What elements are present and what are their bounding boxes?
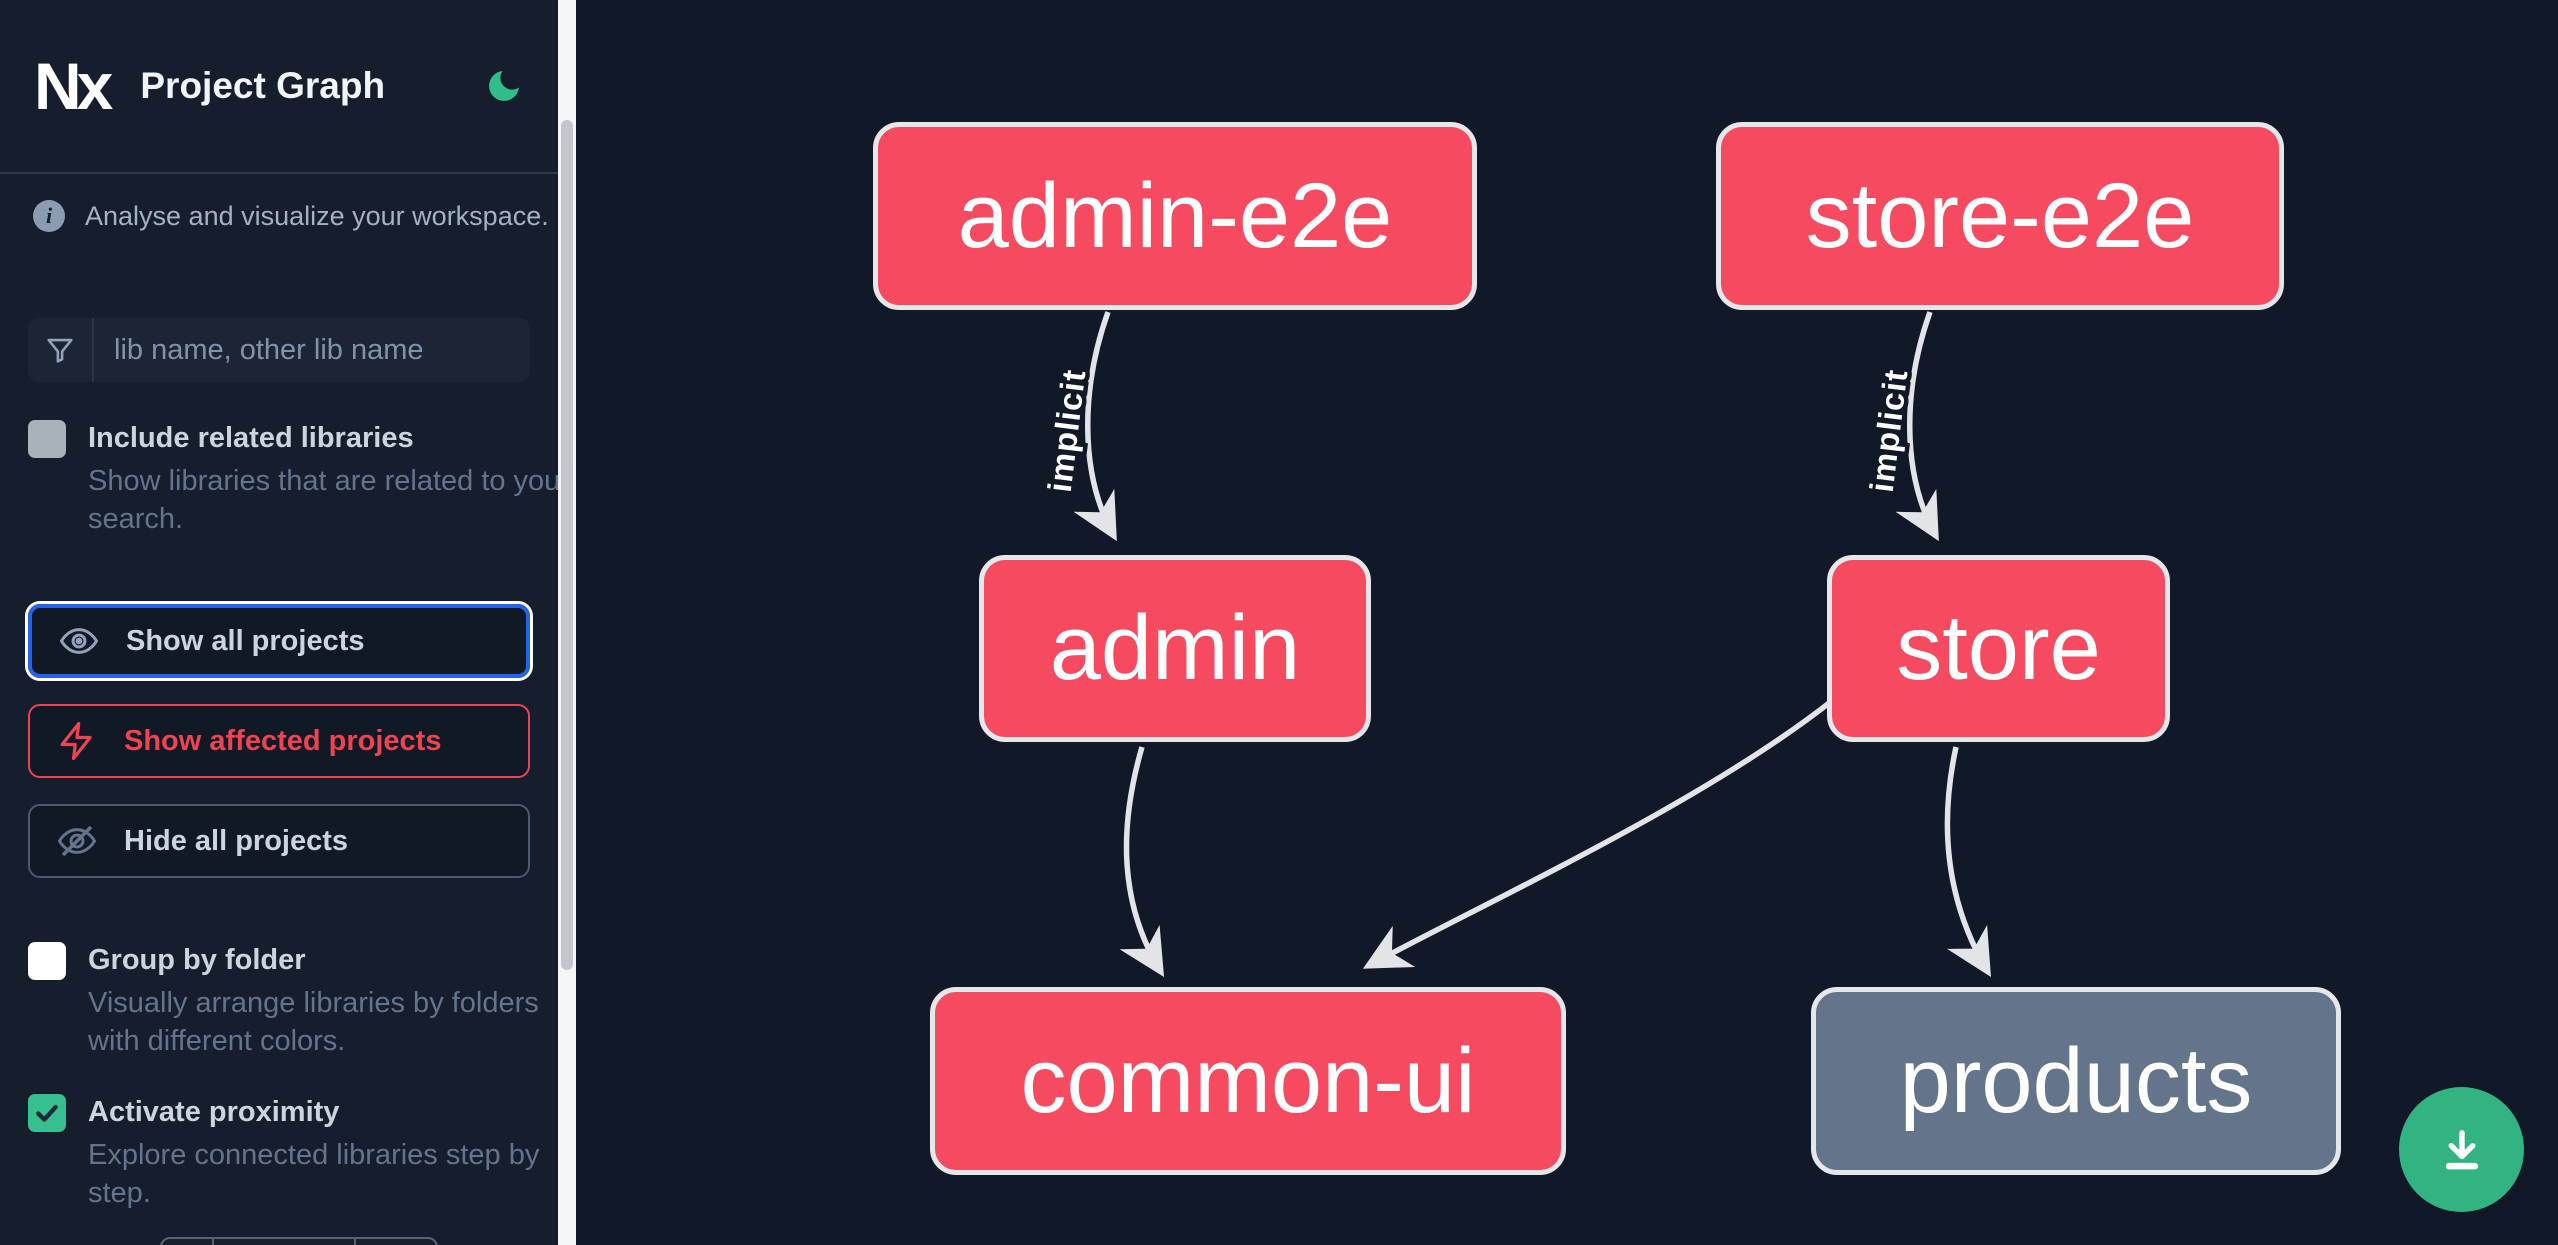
node-admin[interactable]: admin [979,555,1371,742]
node-label: products [1899,1029,2253,1132]
sidebar-scrollbar[interactable] [558,0,576,1245]
edge-admin-e2e-to-admin [1073,311,1117,542]
search-box [28,318,530,382]
project-graph-canvas[interactable]: implicit implicit admin-e2e store-e2e ad… [576,0,2558,1245]
checkbox-unchecked-icon[interactable] [28,942,66,980]
node-label: store [1896,597,2101,699]
check-icon [36,1104,58,1122]
segmented-control-partial[interactable] [160,1237,438,1245]
sidebar: Nx Project Graph i Analyse and visualize… [0,0,570,1245]
search-input[interactable] [94,318,530,382]
hide-all-projects-button[interactable]: Hide all projects [28,804,530,878]
nx-logo: Nx [34,49,113,123]
toggle-include-related[interactable]: Include related libraries Show libraries… [28,418,578,538]
show-affected-projects-button[interactable]: Show affected projects [28,704,530,778]
toggle-description: Show libraries that are related to your … [88,465,570,535]
scrollbar-thumb[interactable] [561,120,573,970]
moon-icon[interactable] [484,66,524,106]
checkbox-unchecked-icon[interactable] [28,420,66,458]
button-label: Hide all projects [124,824,349,857]
page-title: Project Graph [140,65,386,106]
node-store[interactable]: store [1827,555,2170,742]
edge-label-implicit: implicit [1863,367,1915,494]
show-all-projects-button[interactable]: Show all projects [28,604,530,678]
node-label: admin-e2e [957,164,1393,267]
node-label: store-e2e [1805,164,2195,267]
node-products[interactable]: products [1811,987,2341,1175]
node-label: common-ui [1020,1029,1476,1132]
download-image-button[interactable] [2399,1087,2524,1212]
toggle-group-by-folder[interactable]: Group by folder Visually arrange librari… [28,940,578,1060]
eye-icon [59,628,99,654]
toggle-description: Explore connected libraries step by step… [88,1139,540,1209]
edge-label-implicit: implicit [1041,367,1093,494]
edge-store-to-common-ui [1362,697,1835,969]
sidebar-header: Nx Project Graph [0,0,558,174]
download-icon [2445,1129,2478,1169]
edge-admin-to-common-ui [1119,746,1165,977]
checkbox-checked-icon[interactable] [28,1094,66,1132]
node-admin-e2e[interactable]: admin-e2e [873,122,1477,310]
toggle-label: Include related libraries [88,422,414,454]
eye-off-icon [57,825,97,857]
edge-store-e2e-to-store [1895,311,1939,542]
node-store-e2e[interactable]: store-e2e [1716,122,2284,310]
tagline-text: Analyse and visualize your workspace. [85,200,549,231]
graph-edges: implicit implicit [1036,311,1991,978]
toggle-description: Visually arrange libraries by folders wi… [88,987,539,1057]
node-common-ui[interactable]: common-ui [930,987,1566,1175]
button-label: Show all projects [126,624,365,657]
edge-store-to-products [1944,746,1991,978]
node-label: admin [1049,597,1301,699]
bolt-icon [60,721,92,761]
toggle-label: Activate proximity [88,1096,340,1128]
funnel-icon [28,318,94,382]
toggle-label: Group by folder [88,944,306,976]
button-label: Show affected projects [124,724,442,757]
workspace-tagline: i Analyse and visualize your workspace. [33,200,549,232]
toggle-activate-proximity[interactable]: Activate proximity Explore connected lib… [28,1092,578,1212]
info-icon: i [33,200,65,232]
